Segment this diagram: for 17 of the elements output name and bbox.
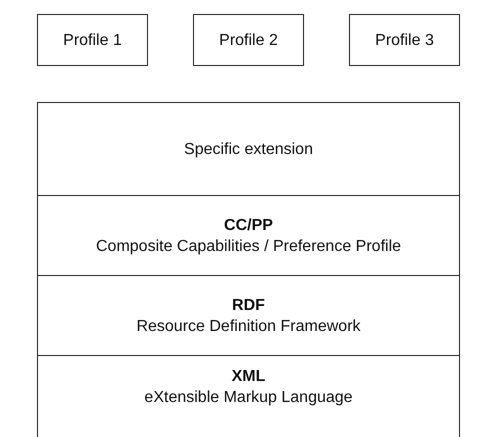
layer-description: Resource Definition Framework [136,316,361,336]
layer-heading: RDF [232,296,265,316]
layer-band [37,102,460,196]
profile-box [349,14,460,66]
layer-band [37,195,460,276]
profile-label: Profile 2 [219,30,278,50]
layer-band [37,275,460,356]
layer-description: eXtensible Markup Language [144,388,353,408]
layer-description: Composite Capabilities / Preference Profile [96,236,402,256]
profile-box [37,14,148,66]
profile-label: Profile 1 [63,30,122,50]
layer-band [37,355,460,437]
profile-box [193,14,304,66]
layer-heading: CC/PP [224,216,273,236]
layer-heading: XML [232,367,266,387]
profile-label: Profile 3 [375,30,434,50]
layer-title: Specific extension [184,140,313,160]
